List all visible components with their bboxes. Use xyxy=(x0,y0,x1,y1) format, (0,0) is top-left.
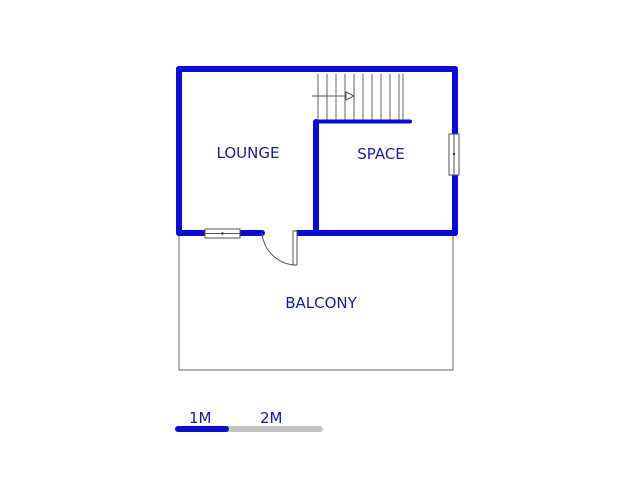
room-label-space: SPACE xyxy=(357,145,405,163)
balcony-outline xyxy=(178,236,454,371)
scale-label-1m: 1M xyxy=(189,409,212,427)
walls xyxy=(176,66,458,236)
staircase xyxy=(317,74,404,120)
room-label-lounge: LOUNGE xyxy=(217,144,280,162)
scale-bar: 1M 2M xyxy=(175,409,323,432)
door-balcony xyxy=(261,230,298,266)
window-bottom xyxy=(204,228,241,239)
room-label-balcony: BALCONY xyxy=(285,294,357,312)
stair-direction-arrow xyxy=(312,91,356,101)
window-right xyxy=(448,133,460,176)
scale-label-2m: 2M xyxy=(260,409,283,427)
